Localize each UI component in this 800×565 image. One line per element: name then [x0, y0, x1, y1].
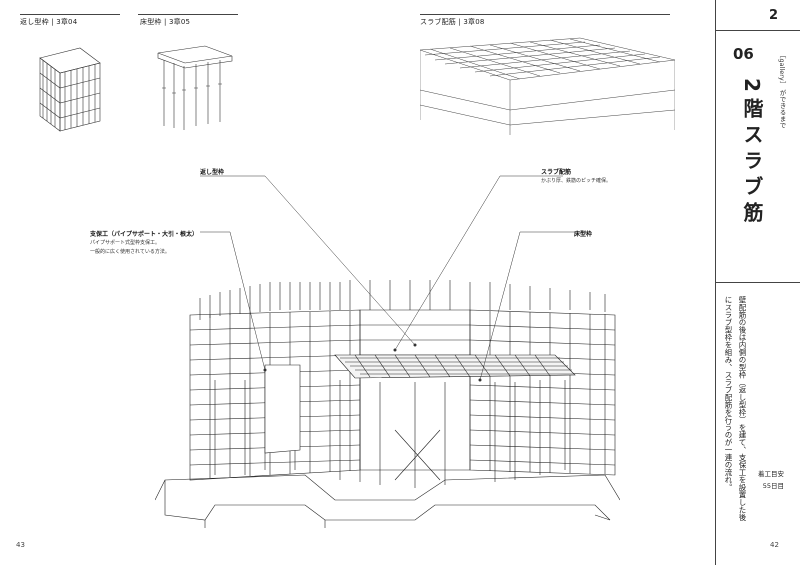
callout-slab-desc: かぶり厚、鉄筋のピッチ確保。	[541, 178, 612, 184]
schedule-value: 55日目	[762, 482, 784, 490]
callout-kaeshi-title: 返し型枠	[200, 169, 225, 176]
callout-dot-support	[263, 368, 267, 372]
callout-dot-yuka	[478, 378, 482, 382]
callout-support-desc-2: 一般的に広く使用されている方法。	[90, 249, 170, 255]
page-number-right: 42	[770, 541, 779, 549]
section-tag: ［gallery］ ができるまで	[778, 52, 786, 129]
section-title: 2階スラブ筋	[740, 78, 764, 228]
schedule-meta: 着工目安 55日目	[738, 468, 784, 492]
callout-dot-kaeshi	[413, 343, 417, 347]
chapter-number: 2	[769, 8, 779, 23]
schedule-label: 着工目安	[758, 470, 784, 478]
callout-dot-slab	[393, 348, 397, 352]
sidebar-top-rule	[715, 30, 800, 31]
callout-support-title: 支保工（パイプサポート・大引・根太）	[90, 231, 199, 238]
thumb1-label: 返し型枠 | 3章04	[20, 18, 78, 26]
header-rule-2	[138, 14, 238, 15]
main-construction-illustration	[155, 280, 620, 528]
page-number-left: 43	[16, 541, 25, 549]
header-rule-3	[420, 14, 670, 15]
callout-slab-title: スラブ配筋	[541, 169, 572, 176]
thumb2-label: 床型枠 | 3章05	[140, 18, 191, 26]
thumb3-label: スラブ配筋 | 3章08	[420, 18, 485, 26]
callout-yuka-title: 床型枠	[574, 231, 593, 238]
thumb-slab-illustration	[420, 37, 675, 135]
header-rule-1	[20, 14, 120, 15]
sidebar-mid-rule	[715, 282, 800, 283]
thumb-yuka-illustration	[157, 45, 233, 130]
callout-support-desc-1: パイプサポート式型枠支保工。	[90, 240, 161, 246]
section-body-text: 壁配筋の後は内側の型枠（返し型枠）を建て、支保工を設置した後にスラブ型枠を組み、…	[724, 296, 747, 521]
section-number: 06	[733, 45, 754, 63]
thumb-kaeshi-illustration	[39, 47, 101, 132]
callout-leaders	[200, 175, 588, 382]
